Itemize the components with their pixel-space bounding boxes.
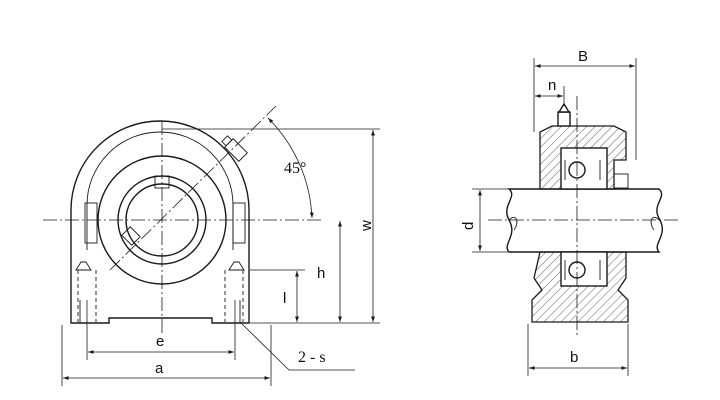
shaft-break-right xyxy=(650,217,660,231)
set-screw-angled xyxy=(121,226,141,246)
set-screw-side xyxy=(613,173,629,189)
bearing-lower-insert xyxy=(560,251,608,287)
leader-s xyxy=(239,321,355,371)
housing-inner-arc xyxy=(86,131,234,250)
label-b: b xyxy=(570,349,578,366)
side-view: B n d b xyxy=(460,48,680,376)
label-l: l xyxy=(283,290,286,307)
angle-arc xyxy=(267,117,314,219)
label-h: h xyxy=(317,265,325,282)
label-w: w xyxy=(358,220,375,232)
side-slot-left xyxy=(84,202,98,244)
side-slot-right xyxy=(232,202,246,244)
label-B: B xyxy=(578,48,588,65)
bolt-head-left xyxy=(75,261,92,271)
label-d: d xyxy=(460,222,477,230)
label-e: e xyxy=(156,333,164,350)
angle-label: 45° xyxy=(284,160,306,177)
label-s: 2 - s xyxy=(298,349,326,366)
housing-base xyxy=(70,267,250,324)
grease-fitting xyxy=(221,135,248,162)
grease-nipple-tip xyxy=(557,102,571,113)
grease-nipple-body xyxy=(557,111,571,127)
center-line-45 xyxy=(109,105,277,271)
housing-outline xyxy=(70,120,250,267)
label-n: n xyxy=(548,77,556,94)
label-a: a xyxy=(155,360,164,377)
bolt-head-right xyxy=(228,261,245,271)
front-view: 45° w h l e a 2 - s xyxy=(43,105,380,386)
shaft xyxy=(506,188,663,253)
shaft-break-left xyxy=(508,217,518,231)
